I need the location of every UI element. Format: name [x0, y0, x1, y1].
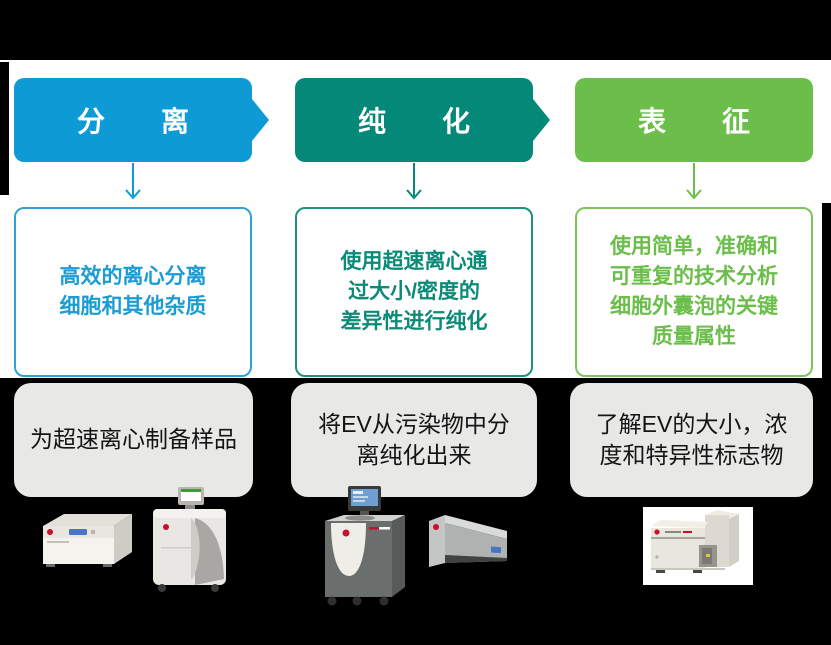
caption-box-separation: 为超速离心制备样品	[14, 383, 253, 497]
column-separation: 分 离 高效的离心分离 细胞和其他杂质 为超速离心制备样品	[14, 0, 269, 645]
description-characterization-text: 使用简单，准确和 可重复的技术分析 细胞外囊泡的关键 质量属性	[610, 235, 778, 348]
header-characterization: 表 征	[575, 78, 813, 162]
description-box-separation: 高效的离心分离 细胞和其他杂质	[14, 207, 252, 377]
caption-characterization-text: 了解EV的大小，浓 度和特异性标志物	[595, 410, 788, 468]
down-arrow-icon	[686, 163, 702, 200]
floor-ultracentrifuge-image	[325, 486, 405, 606]
caption-purification-text: 将EV从污染物中分 离纯化出来	[318, 410, 510, 468]
header-characterization-label: 表 征	[637, 106, 750, 137]
down-arrow-icon	[125, 163, 141, 200]
benchtop-centrifuge-image	[43, 514, 132, 567]
beckman-logo	[654, 529, 660, 535]
description-box-characterization: 使用简单，准确和 可重复的技术分析 细胞外囊泡的关键 质量属性	[575, 207, 813, 377]
crop-artifact-right	[822, 203, 831, 378]
floor-centrifuge-image	[153, 487, 226, 592]
column-purification: 纯 化 使用超速离心通 过大小/密度的 差异性进行纯化 将EV从污染物中分 离纯…	[291, 0, 550, 645]
column-characterization: 表 征 使用简单，准确和 可重复的技术分析 细胞外囊泡的关键 质量属性 了解EV…	[570, 0, 813, 645]
beckman-logo	[342, 529, 350, 537]
flow-cytometer-image	[643, 507, 753, 585]
caption-box-characterization: 了解EV的大小，浓 度和特异性标志物	[570, 383, 813, 497]
beckman-logo	[163, 524, 169, 530]
header-separation-label: 分 离	[76, 106, 189, 137]
header-separation: 分 离	[14, 78, 269, 162]
down-arrow-icon	[406, 163, 422, 200]
description-separation-text: 高效的离心分离 细胞和其他杂质	[59, 265, 207, 318]
description-box-purification: 使用超速离心通 过大小/密度的 差异性进行纯化	[295, 207, 533, 377]
description-purification-text: 使用超速离心通 过大小/密度的 差异性进行纯化	[340, 250, 488, 333]
header-purification: 纯 化	[295, 78, 550, 162]
beckman-logo	[47, 529, 53, 535]
caption-box-purification: 将EV从污染物中分 离纯化出来	[291, 383, 537, 497]
caption-separation-text: 为超速离心制备样品	[30, 426, 237, 453]
crop-artifact-left	[0, 62, 9, 195]
tabletop-ultracentrifuge-image	[429, 515, 507, 567]
header-purification-label: 纯 化	[357, 106, 470, 137]
beckman-logo	[433, 524, 439, 530]
